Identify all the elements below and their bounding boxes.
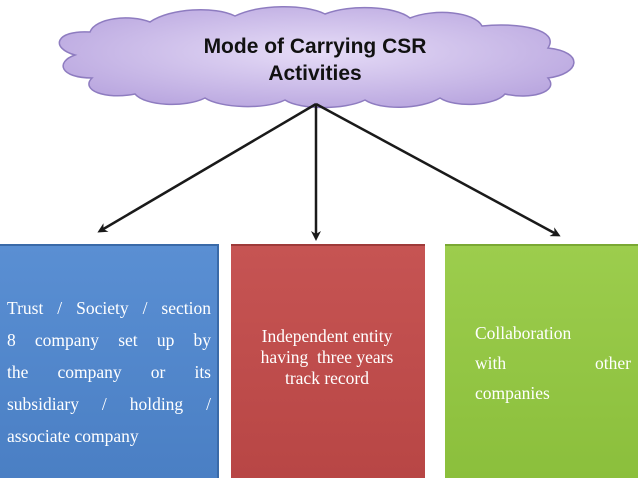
collaboration-line-2: with other (475, 348, 631, 378)
independent-entity-text: Independent entity having three years tr… (237, 326, 417, 389)
independent-entity-box: Independent entity having three years tr… (231, 244, 425, 478)
title-line-1: Mode of Carrying CSR (203, 35, 427, 58)
trust-line-5: associate company (7, 426, 139, 446)
independent-line-1: Independent entity (261, 326, 393, 346)
independent-line-3: track record (284, 368, 370, 388)
title-line-2: Activities (268, 62, 362, 85)
trust-line-2: 8 company set up by (7, 330, 211, 350)
collaboration-word-other: other (595, 353, 631, 373)
arrow-to-trust-box (97, 102, 317, 233)
diagram-title: Mode of Carrying CSR Activities (150, 33, 480, 87)
collaboration-text: Collaboration with other companies (475, 318, 631, 408)
trust-society-box: Trust / Society / section 8 company set … (0, 244, 219, 478)
trust-society-text: Trust / Society / section 8 company set … (7, 292, 211, 452)
collaboration-box: Collaboration with other companies (445, 244, 638, 478)
collaboration-line-1: Collaboration (475, 323, 572, 343)
trust-line-3: the company or its (7, 362, 211, 382)
collaboration-line-3: companies (475, 383, 550, 403)
title-cloud (58, 6, 575, 109)
arrow-to-collaboration-box (315, 102, 561, 237)
independent-line-2: having three years (260, 347, 394, 367)
trust-line-4: subsidiary / holding / (7, 394, 211, 414)
collaboration-word-with: with (475, 353, 507, 373)
trust-line-1: Trust / Society / section (7, 298, 211, 318)
